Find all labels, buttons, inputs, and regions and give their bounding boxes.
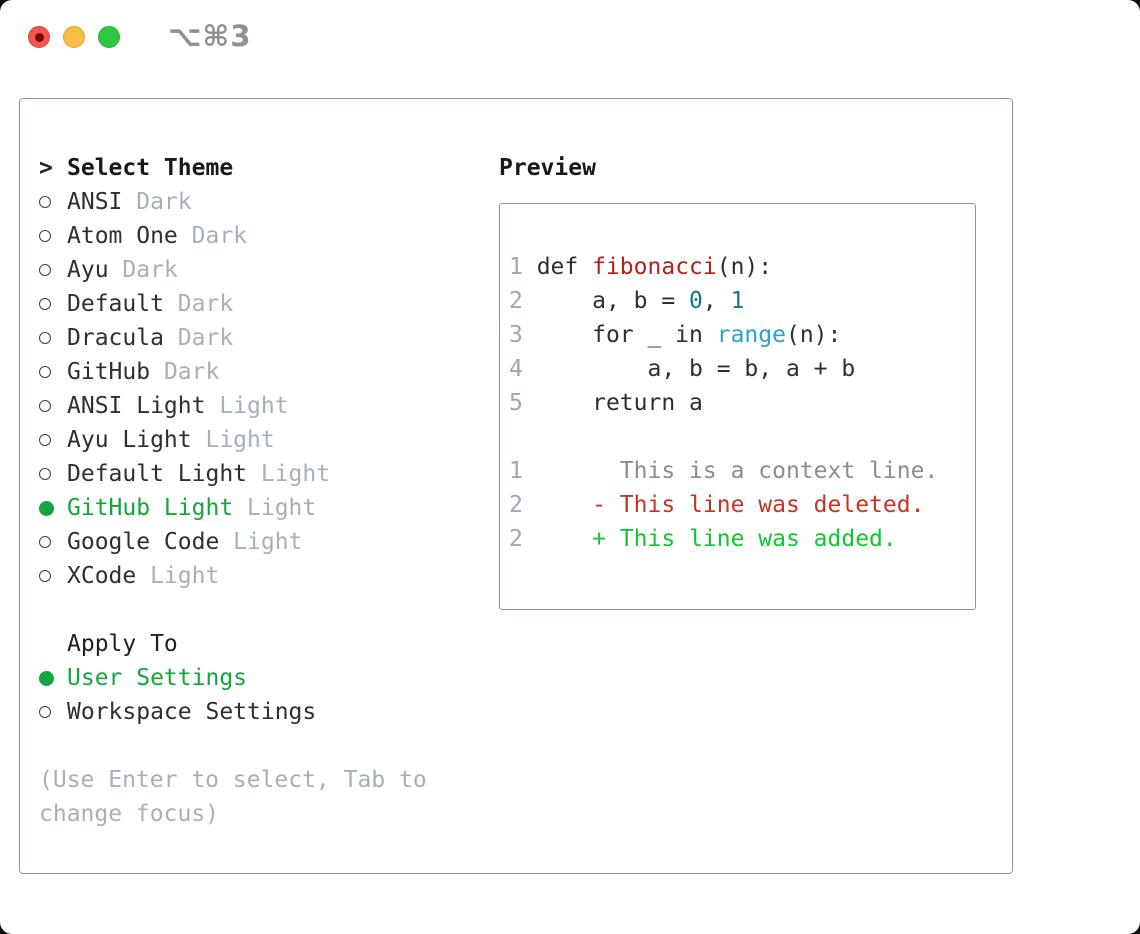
minimize-button[interactable] bbox=[63, 26, 85, 48]
hint-line-2: change focus) bbox=[39, 801, 220, 827]
theme-option-ansi-light[interactable]: ANSI Light Light bbox=[39, 389, 427, 423]
code-line-3: 3 for _ in range(n): bbox=[509, 322, 842, 348]
code-preview: 1 def fibonacci(n): 2 a, b = 0, 1 3 for _ … bbox=[500, 204, 975, 556]
theme-list-column: > Select Theme ANSI Dark Atom One Dark A… bbox=[39, 151, 427, 831]
radio-unselected-icon bbox=[39, 570, 51, 582]
select-theme-title: Select Theme bbox=[67, 155, 234, 181]
radio-selected-icon bbox=[39, 500, 54, 516]
spacer bbox=[39, 593, 427, 627]
radio-unselected-icon bbox=[39, 264, 51, 276]
theme-option-github-light[interactable]: GitHub Light Light bbox=[39, 491, 427, 525]
preview-title: Preview bbox=[499, 155, 596, 181]
radio-unselected-icon bbox=[39, 706, 51, 718]
hint-line-1: (Use Enter to select, Tab to bbox=[39, 767, 427, 793]
code-line-1: 1 def fibonacci(n): bbox=[509, 254, 773, 280]
code-line-4: 4 a, b = b, a + b bbox=[509, 356, 856, 382]
apply-to-title: Apply To bbox=[67, 631, 178, 657]
code-line-2: 2 a, b = 0, 1 bbox=[509, 288, 745, 314]
theme-option-ayu[interactable]: Ayu Dark bbox=[39, 253, 427, 287]
theme-picker-panel: > Select Theme ANSI Dark Atom One Dark A… bbox=[19, 98, 1013, 874]
preview-column: Preview 1 def fibonacci(n): 2 a, b = 0, 1… bbox=[499, 151, 976, 610]
radio-unselected-icon bbox=[39, 536, 51, 548]
select-theme-header: > Select Theme bbox=[39, 151, 427, 185]
theme-options-list: ANSI Dark Atom One Dark Ayu Dark Default… bbox=[39, 185, 427, 593]
theme-option-ansi[interactable]: ANSI Dark bbox=[39, 185, 427, 219]
apply-option-user-settings[interactable]: User Settings bbox=[39, 661, 427, 695]
radio-unselected-icon bbox=[39, 196, 51, 208]
theme-option-google-code[interactable]: Google Code Light bbox=[39, 525, 427, 559]
radio-unselected-icon bbox=[39, 468, 51, 480]
blank-line bbox=[509, 420, 967, 454]
apply-to-header: Apply To bbox=[39, 627, 427, 661]
spacer bbox=[39, 729, 427, 763]
theme-option-atom-one[interactable]: Atom One Dark bbox=[39, 219, 427, 253]
diff-deleted-line: 2 - This line was deleted. bbox=[509, 492, 925, 518]
window-shortcut-label: ⌥⌘3 bbox=[168, 19, 252, 53]
preview-header: Preview bbox=[499, 151, 976, 185]
radio-selected-icon bbox=[39, 670, 54, 686]
prompt-icon: > bbox=[39, 155, 53, 181]
radio-unselected-icon bbox=[39, 332, 51, 344]
theme-option-default-light[interactable]: Default Light Light bbox=[39, 457, 427, 491]
apply-option-workspace-settings[interactable]: Workspace Settings bbox=[39, 695, 427, 729]
theme-option-xcode[interactable]: XCode Light bbox=[39, 559, 427, 593]
diff-context-line: 1 This is a context line. bbox=[509, 458, 939, 484]
apply-to-options-list: User Settings Workspace Settings bbox=[39, 661, 427, 729]
radio-unselected-icon bbox=[39, 230, 51, 242]
keyboard-hint: (Use Enter to select, Tab to change focus… bbox=[39, 763, 427, 831]
theme-option-dracula[interactable]: Dracula Dark bbox=[39, 321, 427, 355]
radio-unselected-icon bbox=[39, 400, 51, 412]
radio-unselected-icon bbox=[39, 298, 51, 310]
zoom-button[interactable] bbox=[98, 26, 120, 48]
preview-box: 1 def fibonacci(n): 2 a, b = 0, 1 3 for _ … bbox=[499, 203, 976, 610]
titlebar: ⌥⌘3 bbox=[0, 0, 1140, 72]
radio-unselected-icon bbox=[39, 434, 51, 446]
diff-added-line: 2 + This line was added. bbox=[509, 526, 897, 552]
theme-option-ayu-light[interactable]: Ayu Light Light bbox=[39, 423, 427, 457]
theme-option-default[interactable]: Default Dark bbox=[39, 287, 427, 321]
theme-option-github[interactable]: GitHub Dark bbox=[39, 355, 427, 389]
close-button[interactable] bbox=[28, 26, 50, 48]
radio-unselected-icon bbox=[39, 366, 51, 378]
code-line-5: 5 return a bbox=[509, 390, 703, 416]
